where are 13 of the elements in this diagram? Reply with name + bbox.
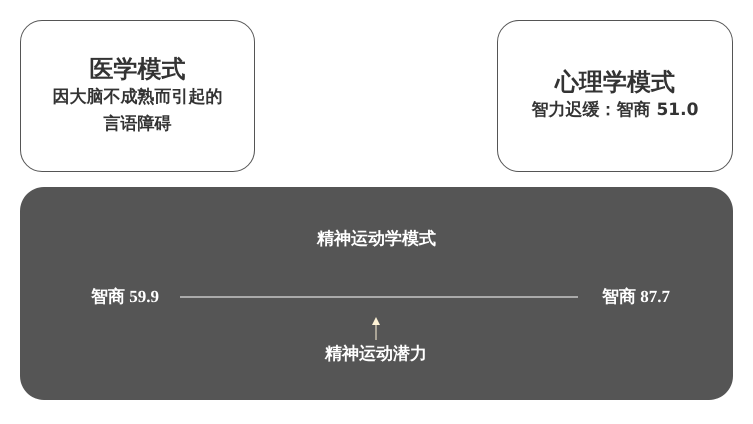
iq-value: 智商 87.7 (578, 284, 694, 310)
panel-title: 精神运动学模式 (316, 228, 437, 251)
dark-panel (20, 187, 733, 400)
box-title: 心理学模式 (555, 67, 675, 98)
rounded-box (20, 20, 255, 172)
iq-value: 智商 59.9 (70, 284, 180, 310)
label-text: 精神运动潜力 (276, 342, 476, 368)
rounded-box (497, 20, 733, 172)
arrow (372, 317, 380, 340)
box-text: 智力迟缓：智商 51.0 (532, 99, 698, 122)
box-text: 因大脑不成熟而引起的言语障碍 (52, 86, 224, 136)
box-title: 医学模式 (90, 54, 186, 84)
connector-line (180, 296, 578, 298)
